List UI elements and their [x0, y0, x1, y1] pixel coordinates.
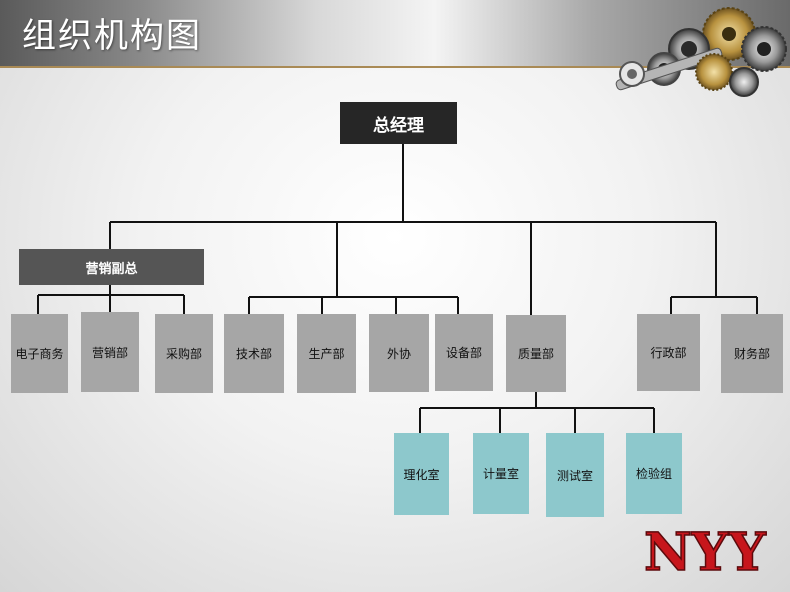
org-node-production: 生产部	[297, 314, 356, 393]
org-node-finance: 财务部	[721, 314, 783, 393]
org-node-ceo: 总经理	[340, 102, 457, 144]
org-node-technology: 技术部	[224, 314, 284, 393]
org-node-ecommerce: 电子商务	[11, 314, 68, 393]
org-node-equipment: 设备部	[435, 314, 493, 391]
org-node-metrology-lab: 计量室	[473, 433, 529, 514]
org-node-testing-lab: 测试室	[546, 433, 604, 517]
logo-letter-n: NYY	[644, 522, 767, 580]
org-node-administration: 行政部	[637, 314, 700, 391]
slide-title: 组织机构图	[22, 16, 202, 56]
nyy-logo: NYY	[643, 521, 767, 580]
org-node-sales-vp: 营销副总	[19, 249, 204, 285]
header-bar: 组织机构图	[0, 0, 790, 68]
org-node-physchem-lab: 理化室	[394, 433, 449, 515]
org-node-purchasing: 采购部	[155, 314, 213, 393]
org-node-inspection-group: 检验组	[626, 433, 682, 514]
org-node-marketing: 营销部	[81, 312, 139, 392]
org-node-outsourcing: 外协	[369, 314, 429, 392]
org-node-quality: 质量部	[506, 315, 566, 392]
gear-machinery-icon	[615, 7, 787, 97]
